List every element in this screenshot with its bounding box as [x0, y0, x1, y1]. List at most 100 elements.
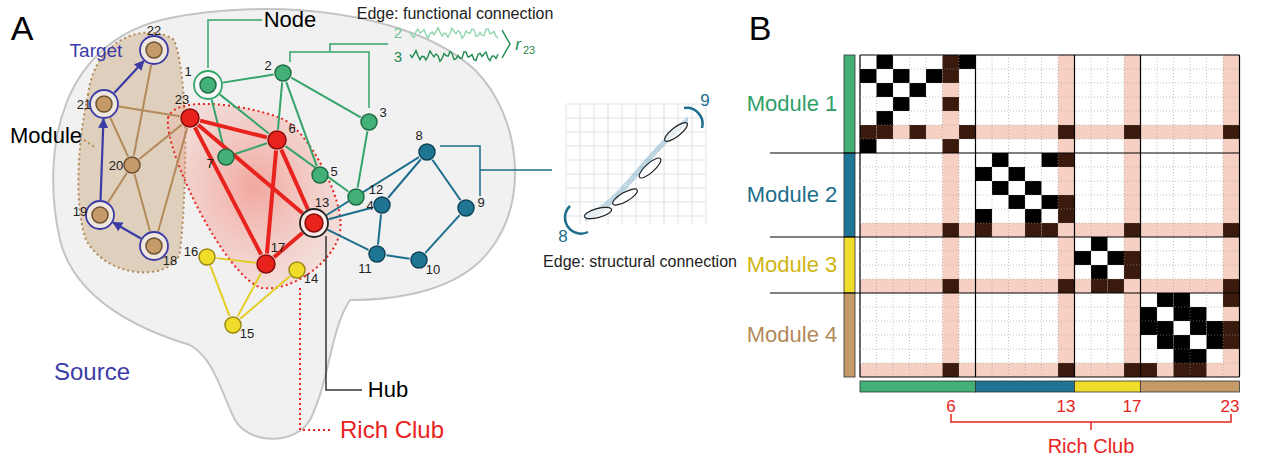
matrix-cell — [1190, 321, 1207, 335]
node-dot — [218, 149, 234, 165]
matrix-cell — [943, 363, 960, 377]
grid-line — [1041, 55, 1042, 377]
matrix-cell — [877, 111, 894, 125]
node-circle — [217, 148, 235, 166]
grid-line — [566, 160, 706, 161]
node-dot — [96, 96, 112, 112]
module-divider — [770, 237, 860, 238]
module-bar — [1075, 381, 1141, 392]
matrix-cell — [1025, 209, 1042, 223]
matrix-cell — [992, 181, 1009, 195]
callout-number: 2 — [394, 25, 402, 40]
matrix-cell — [1124, 251, 1141, 265]
node-dot — [146, 238, 162, 254]
network-edge — [286, 82, 317, 166]
network-edge — [119, 106, 180, 116]
module-bar — [844, 237, 855, 293]
matrix-cell — [1009, 167, 1026, 181]
panel-letter: B — [749, 11, 772, 45]
rich-club-row — [860, 279, 1240, 293]
node-number: 5 — [330, 165, 337, 178]
grid-line — [1157, 55, 1158, 377]
grid-line — [860, 111, 1240, 112]
node-dot — [374, 197, 390, 213]
network-edge — [378, 214, 381, 244]
network-node: 15 — [224, 316, 242, 334]
module-region — [78, 33, 185, 273]
callout-number: r — [515, 36, 521, 53]
node-number: 11 — [358, 262, 372, 275]
grid-line — [860, 223, 1240, 224]
directed-edge — [114, 61, 144, 93]
grid-line — [942, 55, 943, 377]
rich-club-column — [1223, 55, 1240, 377]
matrix-cell — [893, 69, 910, 83]
hub-leader — [326, 236, 362, 390]
matrix-cell — [1223, 321, 1240, 335]
matrix-cell — [1091, 265, 1108, 279]
grid-line — [566, 104, 567, 224]
network-edge — [158, 128, 187, 231]
grid-line — [580, 104, 581, 224]
callout-number: 23 — [523, 45, 535, 56]
fiber-tract — [565, 104, 706, 234]
rich-club-row — [860, 125, 1240, 139]
annotation-label: Module 1 — [747, 93, 838, 115]
matrix-cell — [1058, 363, 1075, 377]
network-edge — [329, 207, 373, 219]
signal-trace — [410, 28, 498, 39]
matrix-cell — [1223, 223, 1240, 237]
node-dot — [199, 249, 215, 265]
node-dot — [305, 214, 323, 232]
hub-node: 1 — [199, 76, 217, 94]
node-number: 8 — [415, 129, 422, 142]
module-leader — [84, 140, 96, 148]
node-circle — [368, 245, 386, 263]
grid-line — [860, 209, 1240, 210]
matrix-cell — [877, 83, 894, 97]
node-dot — [289, 262, 305, 278]
network-node: 5 — [311, 166, 329, 184]
grid-line — [893, 55, 894, 377]
network-node: 20 — [123, 156, 141, 174]
grid-line — [1058, 55, 1059, 377]
matrix-cell — [860, 139, 877, 153]
time-series — [410, 28, 498, 62]
annotation-label: Module 3 — [747, 254, 838, 276]
node-dot — [312, 167, 328, 183]
network-edge — [386, 255, 409, 258]
node-number: 10 — [426, 263, 440, 276]
grid-line — [860, 167, 1240, 168]
node-circle — [311, 166, 329, 184]
node-number: 20 — [109, 159, 123, 172]
network-edge — [238, 273, 261, 316]
region-arc — [565, 206, 588, 234]
module-bar — [844, 55, 855, 153]
matrix-cell — [1223, 125, 1240, 139]
region-arc — [684, 108, 703, 128]
rich-club-row — [860, 223, 1240, 237]
node-number: 2 — [264, 59, 271, 72]
network-node: 16 — [198, 248, 216, 266]
rich-club-region — [168, 104, 341, 288]
network-edge — [278, 82, 282, 129]
hub-node: 22 — [145, 41, 163, 59]
matrix-cell — [1025, 181, 1042, 195]
grid-line — [860, 321, 1240, 322]
grid-line — [1190, 55, 1191, 377]
matrix-cell — [976, 209, 993, 223]
matrix-cell — [1141, 321, 1158, 335]
network-edge — [216, 258, 255, 263]
network-edge — [388, 159, 421, 198]
grid-line — [566, 118, 706, 119]
node-circle — [410, 251, 428, 269]
node-circle — [180, 108, 200, 128]
brain-outline — [53, 9, 515, 439]
node-dot — [268, 131, 286, 149]
node-number: 15 — [240, 327, 254, 340]
node-circle — [145, 41, 163, 59]
matrix-cell — [860, 125, 877, 139]
matrix-cell — [1157, 293, 1174, 307]
matrix-cell — [1174, 307, 1191, 321]
